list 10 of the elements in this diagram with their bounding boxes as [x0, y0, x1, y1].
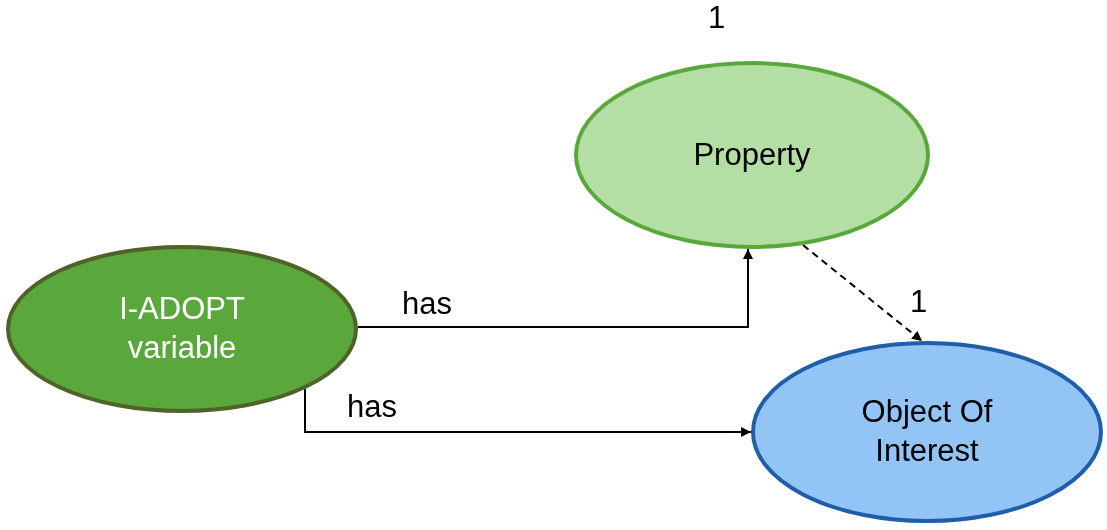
node-label: Object Of Interest — [860, 393, 994, 470]
node-label: I-ADOPT variable — [118, 290, 246, 367]
edge-label: has — [402, 286, 452, 322]
arrow — [802, 244, 923, 343]
cardinality-label: 1 — [910, 284, 928, 320]
node-label: Property — [692, 135, 812, 174]
arrow — [357, 248, 753, 328]
cardinality-label: 1 — [708, 0, 726, 36]
arrow — [304, 388, 752, 437]
edge-label: has — [347, 389, 397, 425]
